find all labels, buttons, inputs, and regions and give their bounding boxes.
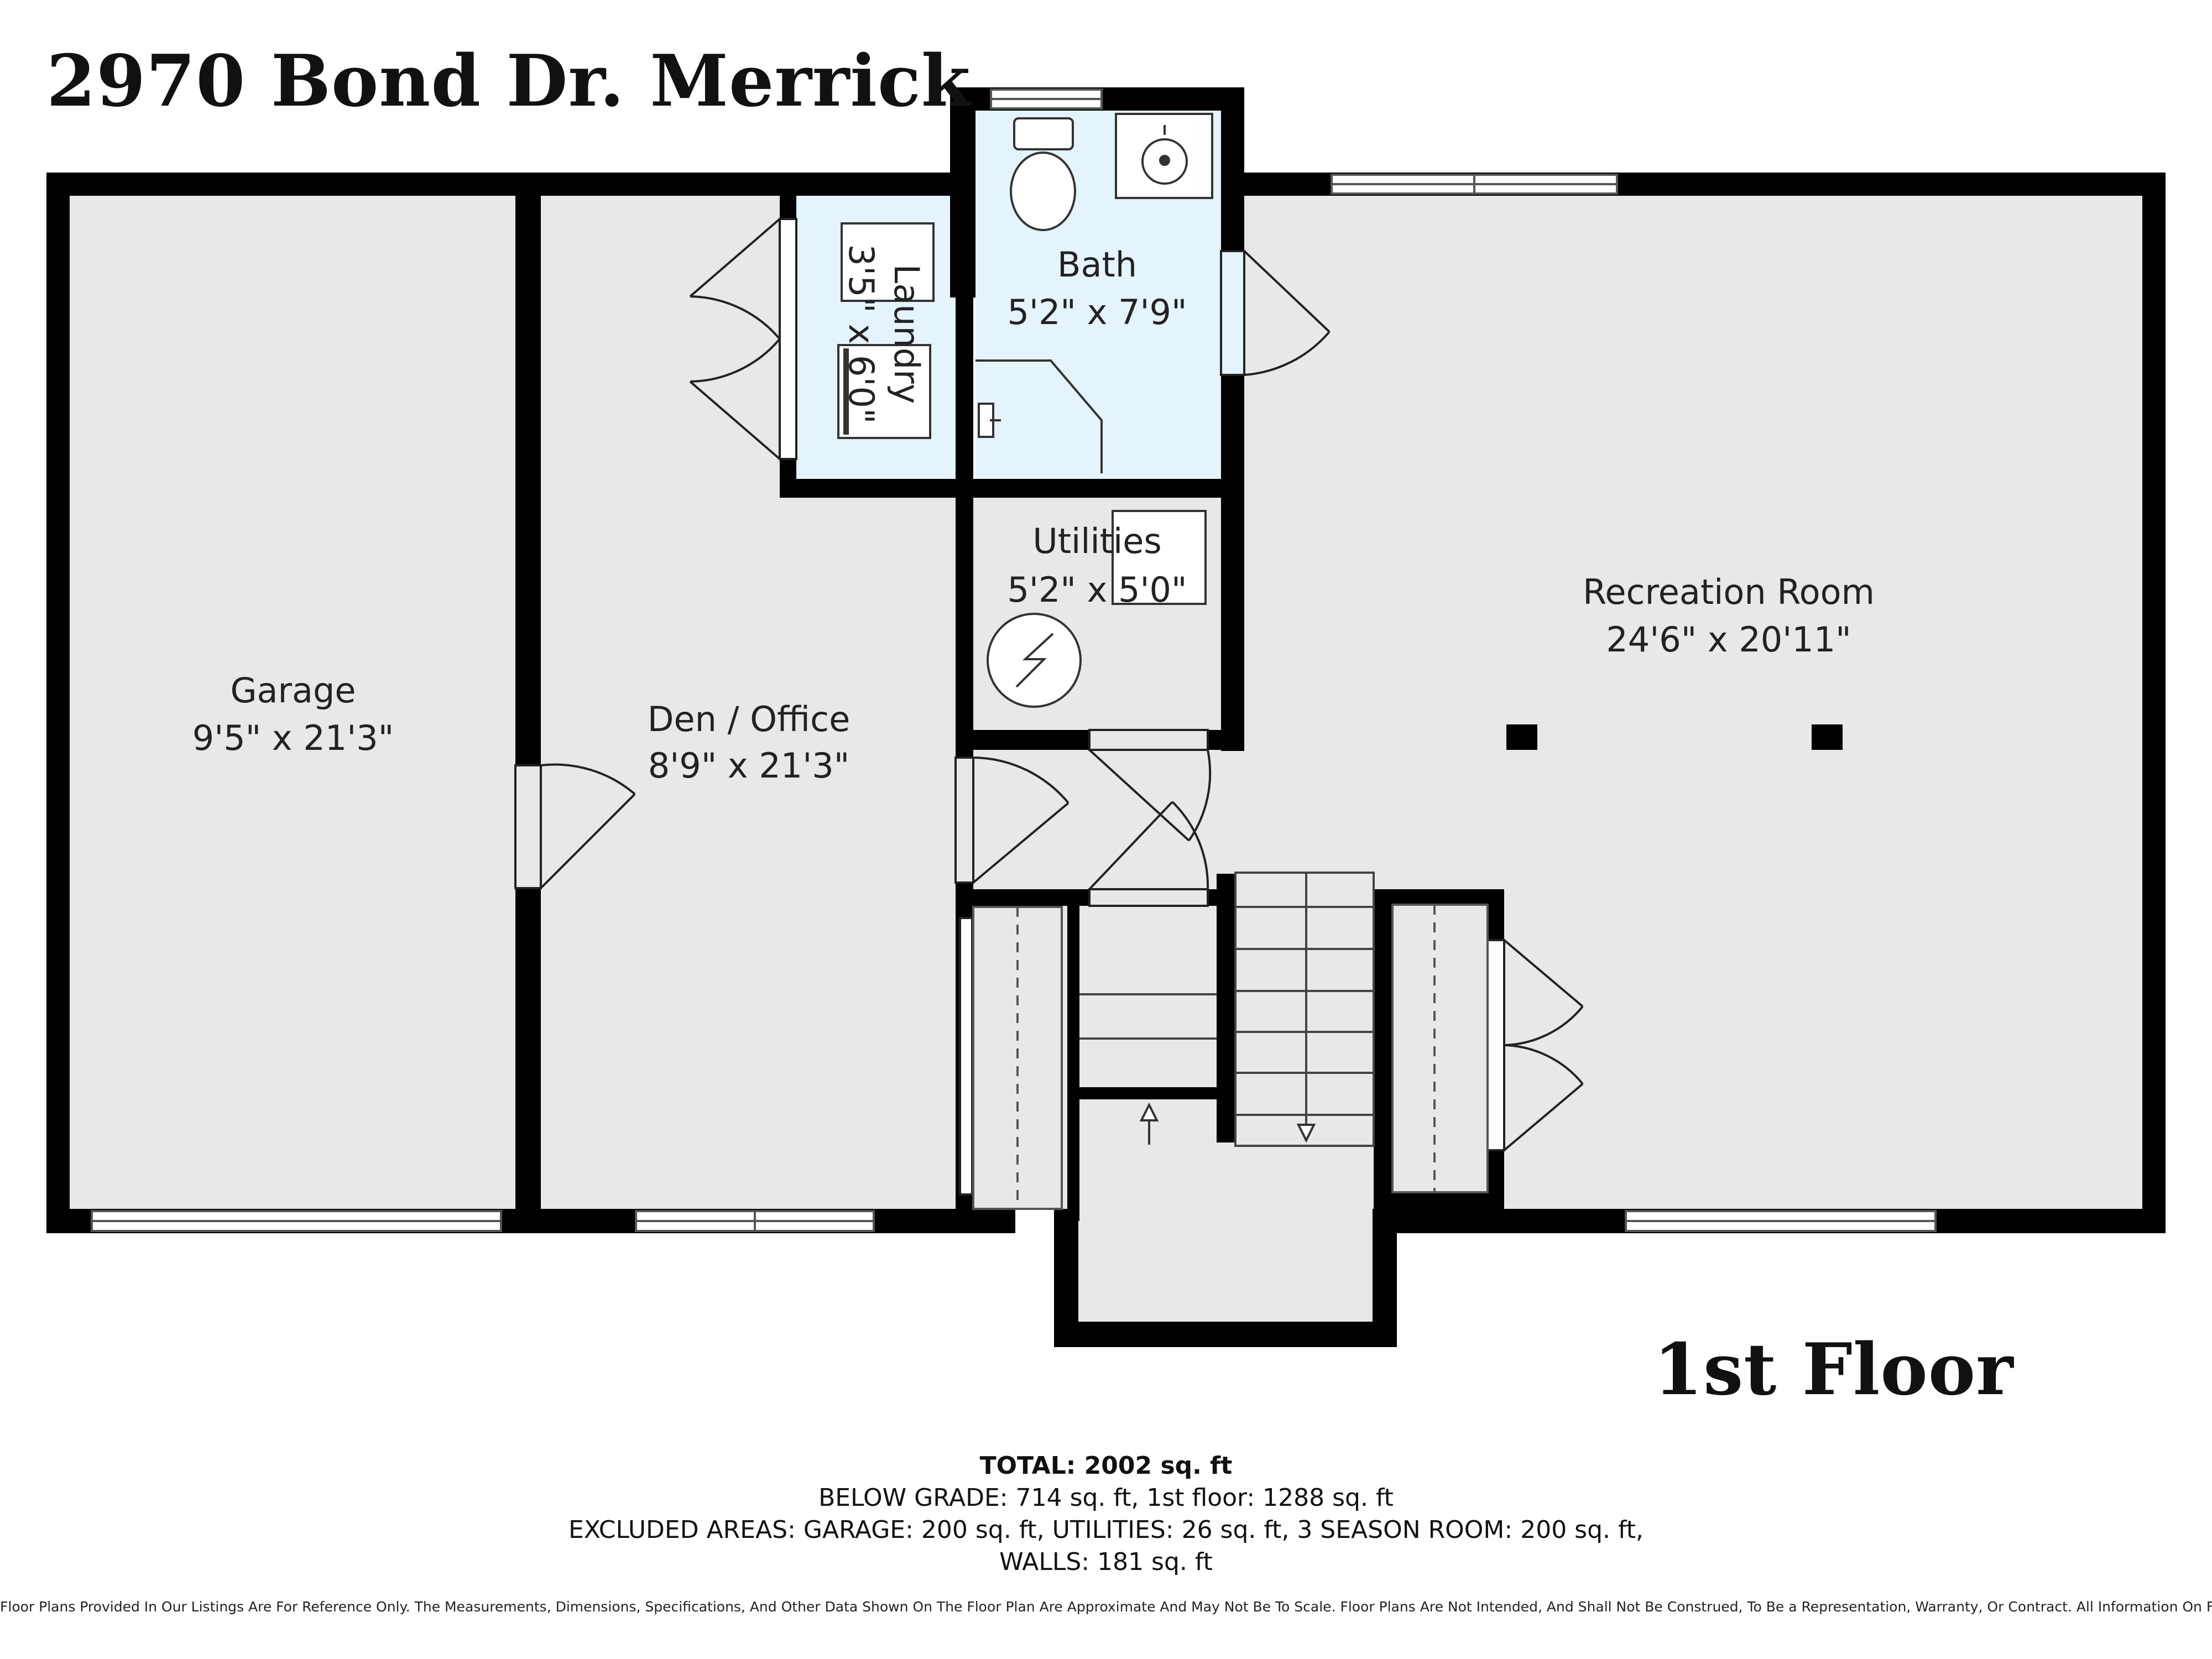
garage-dims: 9'5" x 21'3" [192, 718, 394, 758]
wall-right [2142, 173, 2166, 1233]
room-labels: Garage 9'5" x 21'3" Den / Office 8'9" x … [192, 244, 1875, 786]
water-heater [1112, 510, 1207, 605]
door-hall-closet-opening [1088, 888, 1209, 907]
laundry-name: Laundry [886, 264, 927, 404]
closet-shelving [972, 904, 1489, 1210]
recreation-dims: 24'6" x 20'11" [1606, 619, 1851, 660]
door-bath-opening [1220, 250, 1245, 376]
disclaimer: Floor Plans Provided In Our Listings Are… [0, 1599, 2212, 1615]
area-summary: TOTAL: 2002 sq. ft BELOW GRADE: 714 sq. … [0, 1450, 2212, 1578]
sink-icon [1115, 113, 1213, 199]
address-title: 2970 Bond Dr. Merrick [46, 40, 971, 123]
closet-rec-shelf [1391, 904, 1489, 1193]
wall-closet2-top [1374, 889, 1504, 905]
laundry-dims: 3'5" x 6'0" [841, 244, 881, 424]
total-area: TOTAL: 2002 sq. ft [979, 1452, 1233, 1480]
recreation-name: Recreation Room [1583, 572, 1875, 612]
hall-floor [968, 740, 1235, 906]
furnace-icon [987, 613, 1082, 708]
dryer-icon [837, 344, 931, 439]
garage-name: Garage [230, 670, 356, 711]
door-rec-closet-opening [1486, 939, 1505, 1151]
wall-laundry-bottom [780, 479, 1221, 498]
wall-closet2-bottom [1374, 1192, 1504, 1209]
door-den-closet-opening [779, 218, 797, 460]
arrow-down-icon [1296, 1124, 1316, 1143]
wall-closet-left [1067, 889, 1079, 1221]
stairs-outline [1234, 872, 1375, 1147]
door-garage-den-opening [514, 764, 542, 889]
stairs [1079, 872, 1375, 1147]
wall-garage-den [515, 173, 541, 1233]
door-den-side-opening [959, 917, 973, 1196]
area-breakdown: BELOW GRADE: 714 sq. ft, 1st floor: 1288… [818, 1484, 1394, 1512]
wall-left [46, 173, 70, 1233]
wall-stair-left [1217, 874, 1235, 1142]
utilities-name: Utilities [1032, 521, 1161, 561]
wall-bath-right [1221, 87, 1244, 751]
walls-area: WALLS: 181 sq. ft [999, 1548, 1213, 1576]
excluded-areas: EXCLUDED AREAS: GARAGE: 200 sq. ft, UTIL… [568, 1516, 1644, 1544]
column-icon [1506, 724, 1843, 750]
toilet-icon [1010, 117, 1076, 231]
wall-closet-bottom [1067, 1087, 1229, 1099]
washer-icon [841, 222, 935, 302]
doors [514, 218, 1584, 1196]
floor-title: 1st Floor [1653, 1328, 2014, 1411]
windows [91, 88, 1937, 1232]
entry-floor [1078, 1145, 1373, 1322]
wall-top-left [46, 173, 953, 196]
garage-floor [70, 196, 515, 1209]
den-dims: 8'9" x 21'3" [648, 745, 849, 786]
den-name: Den / Office [648, 699, 850, 739]
bath-dims: 5'2" x 7'9" [1007, 292, 1187, 332]
arrow-up-icon [1139, 1102, 1159, 1145]
door-den-hall-opening [954, 757, 974, 884]
door-utilities-opening [1088, 729, 1209, 751]
utilities-dims: 5'2" x 5'0" [1007, 570, 1187, 610]
wall-closet2-left [1374, 889, 1392, 1209]
bath-name: Bath [1057, 244, 1137, 285]
shower-stall [975, 359, 1103, 473]
wall-entry-bottom [1054, 1322, 1397, 1347]
